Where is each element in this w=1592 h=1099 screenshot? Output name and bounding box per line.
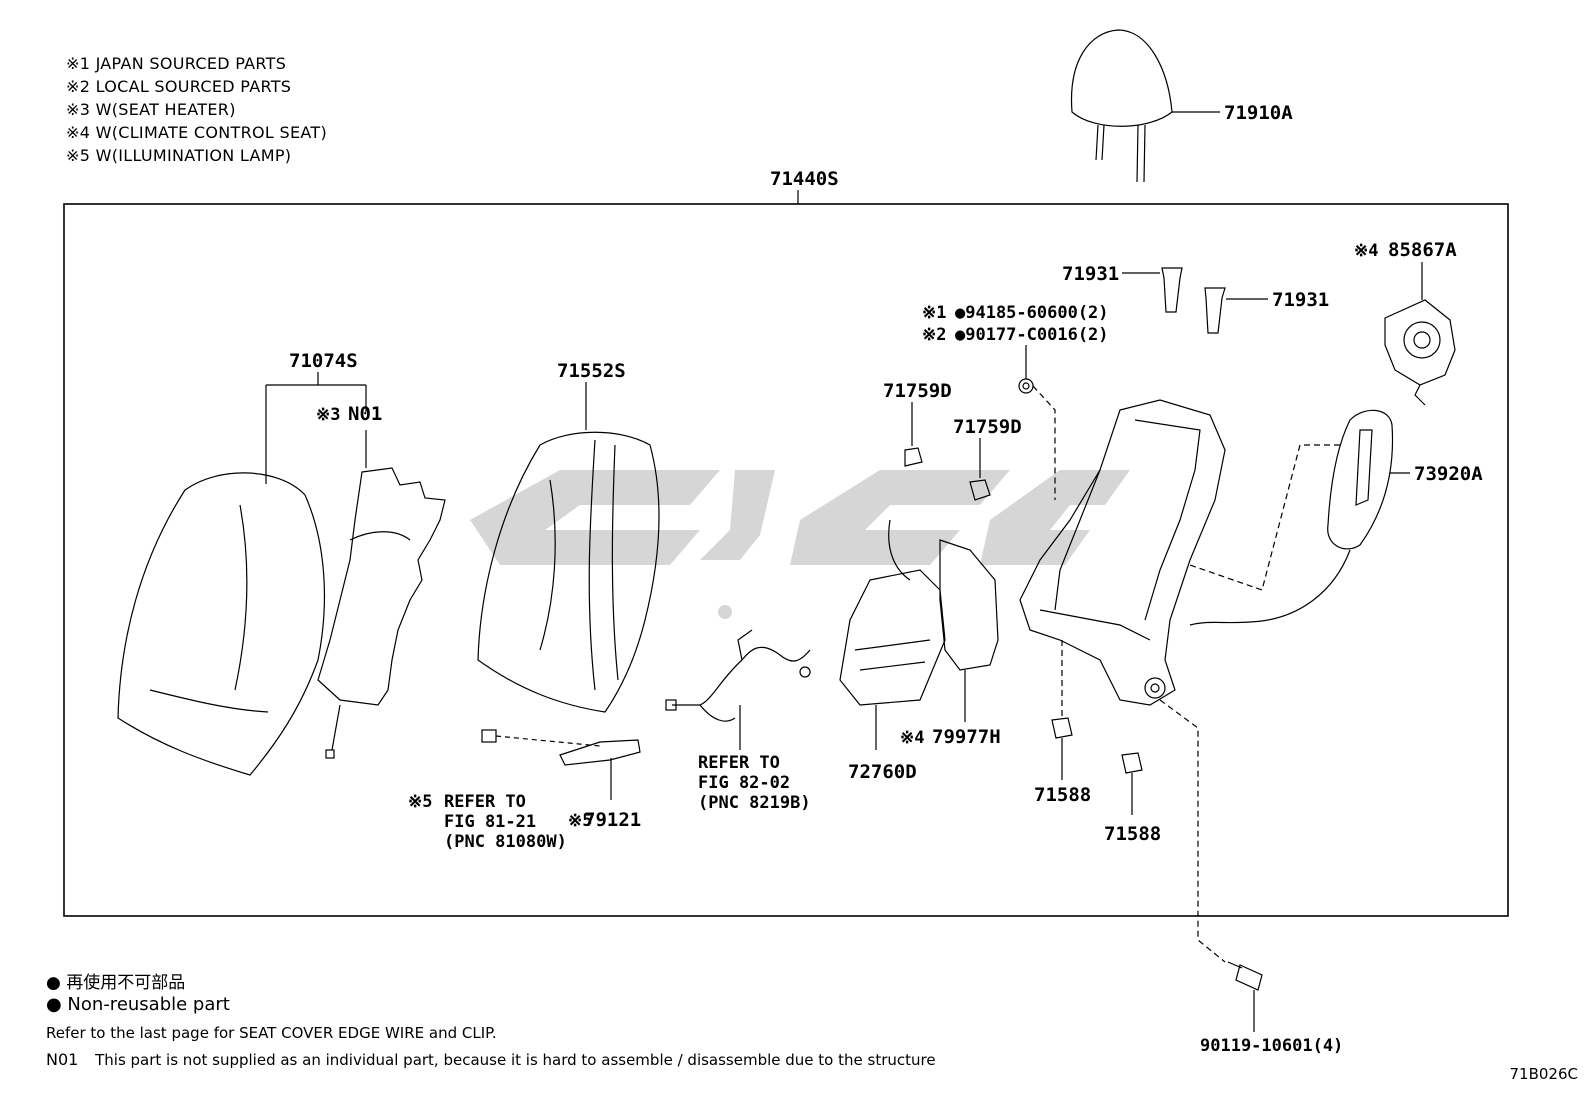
clip-d-drawing bbox=[904, 447, 991, 501]
seat-frame-drawing bbox=[1019, 399, 1226, 706]
wire-ref-line1: REFER TO bbox=[698, 753, 780, 773]
label-cover: 71074S bbox=[289, 350, 358, 372]
seat-pad-drawing bbox=[477, 431, 660, 713]
lamp-ref-line1: REFER TO bbox=[444, 792, 526, 812]
duct-drawing bbox=[939, 539, 999, 671]
footer-n01-label: N01 bbox=[46, 1050, 79, 1069]
label-headrest: 71910A bbox=[1224, 102, 1293, 124]
fan-drawing bbox=[1384, 299, 1456, 406]
legend-jp: ● 再使用不可部品 bbox=[46, 973, 186, 993]
footer-n01-text: This part is not supplied as an individu… bbox=[95, 1051, 936, 1069]
frame-to-bolt-dash bbox=[1159, 699, 1226, 963]
label-bolt: 90119-10601(4) bbox=[1200, 1036, 1343, 1056]
label-duct-mark: ※4 bbox=[900, 728, 924, 748]
lamp-ref-line3: (PNC 81080W) bbox=[444, 832, 567, 852]
label-fan-mark: ※4 bbox=[1354, 241, 1378, 261]
label-nut-part2: ●90177-C0016(2) bbox=[955, 325, 1109, 345]
label-nut-mark1: ※1 bbox=[922, 303, 946, 323]
bolt-drawing bbox=[1227, 961, 1263, 991]
wire-harness-drawing bbox=[665, 629, 811, 722]
label-clip-d1: 71759D bbox=[883, 380, 952, 402]
label-assembly: 71440S bbox=[770, 168, 839, 190]
note-1: ※1 JAPAN SOURCED PARTS bbox=[66, 54, 287, 73]
lumbar-drawing bbox=[839, 519, 946, 706]
label-nut-part1: ●94185-60600(2) bbox=[955, 303, 1109, 323]
guide-drawing bbox=[1161, 267, 1226, 334]
lamp-drawing bbox=[481, 729, 641, 766]
airbag-frame-dash bbox=[1189, 444, 1340, 591]
label-lamp-mark: ※5 bbox=[568, 811, 592, 831]
label-lumbar: 72760D bbox=[848, 761, 917, 783]
label-airbag: 73920A bbox=[1414, 463, 1483, 485]
clip-a-drawing bbox=[1051, 640, 1143, 774]
note-5: ※5 W(ILLUMINATION LAMP) bbox=[66, 146, 292, 165]
footer-n01: N01 This part is not supplied as an indi… bbox=[46, 1050, 936, 1069]
legend-en: ● Non-reusable part bbox=[46, 994, 230, 1015]
heater-drawing bbox=[317, 467, 446, 759]
label-duct: 79977H bbox=[932, 726, 1001, 748]
lamp-ref-line2: FIG 81-21 bbox=[444, 812, 536, 832]
label-guide1: 71931 bbox=[1062, 263, 1119, 285]
figure-code: 71B026C bbox=[1509, 1065, 1578, 1083]
wire-ref-line3: (PNC 8219B) bbox=[698, 793, 811, 813]
seat-cover-drawing bbox=[117, 472, 326, 776]
wire-ref-line2: FIG 82-02 bbox=[698, 773, 790, 793]
label-clip-d2: 71759D bbox=[953, 416, 1022, 438]
label-heater: N01 bbox=[348, 403, 382, 425]
airbag-drawing bbox=[1189, 409, 1394, 626]
label-guide2: 71931 bbox=[1272, 289, 1329, 311]
label-clip-a2: 71588 bbox=[1104, 823, 1161, 845]
note-3: ※3 W(SEAT HEATER) bbox=[66, 100, 236, 119]
label-fan: 85867A bbox=[1388, 239, 1457, 261]
footer-edge-wire: Refer to the last page for SEAT COVER ED… bbox=[46, 1024, 497, 1042]
note-2: ※2 LOCAL SOURCED PARTS bbox=[66, 77, 292, 96]
headrest-drawing bbox=[1070, 29, 1173, 183]
notes-list: ※1 JAPAN SOURCED PARTS ※2 LOCAL SOURCED … bbox=[66, 52, 327, 167]
watermark-logo bbox=[470, 470, 1130, 619]
label-heater-mark: ※3 bbox=[316, 405, 340, 425]
note-4: ※4 W(CLIMATE CONTROL SEAT) bbox=[66, 123, 328, 142]
lamp-ref-mark: ※5 bbox=[408, 792, 432, 812]
label-nut-mark2: ※2 bbox=[922, 325, 946, 345]
label-lamp: 79121 bbox=[584, 809, 641, 831]
label-clip-a1: 71588 bbox=[1034, 784, 1091, 806]
label-pad: 71552S bbox=[557, 360, 626, 382]
assembly-frame-box bbox=[63, 203, 1509, 917]
